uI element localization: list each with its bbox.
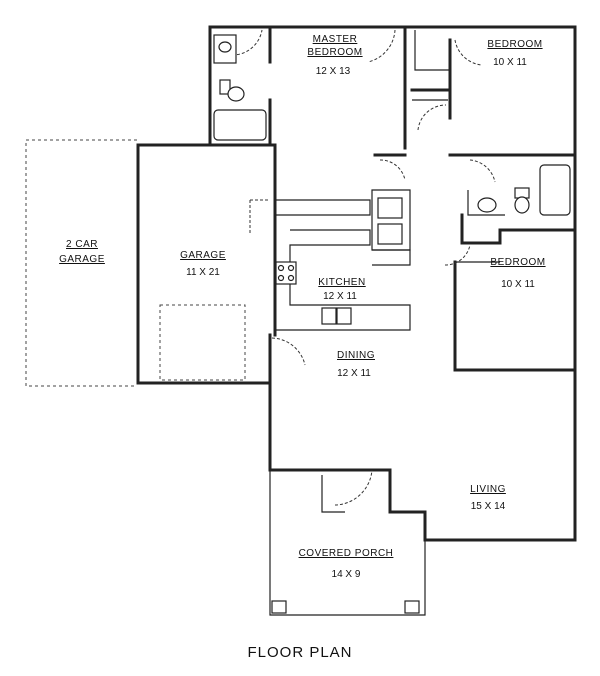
living-dims: 15 X 14 bbox=[471, 501, 506, 512]
living-label: LIVING bbox=[470, 484, 506, 495]
bedroom-mid-dims: 10 X 11 bbox=[501, 279, 535, 290]
dining-label: DINING bbox=[337, 350, 375, 361]
covered-porch-label: COVERED PORCH bbox=[299, 548, 394, 559]
dining-dims: 12 X 11 bbox=[337, 368, 371, 379]
doors bbox=[231, 29, 496, 506]
fixtures bbox=[159, 34, 571, 614]
covered-porch-outline bbox=[269, 470, 426, 616]
master-bedroom-dims: 12 X 13 bbox=[316, 66, 351, 77]
interior-walls bbox=[208, 25, 577, 385]
covered-porch-dims: 14 X 9 bbox=[332, 569, 361, 580]
optional-garage-outline bbox=[25, 139, 137, 387]
garage-label: GARAGE bbox=[180, 250, 226, 261]
garage-dims: 11 X 21 bbox=[186, 267, 220, 278]
bedroom-top-label: BEDROOM bbox=[487, 39, 542, 50]
bedroom-top-dims: 10 X 11 bbox=[493, 57, 527, 68]
master-bedroom-label-1: MASTER bbox=[313, 34, 358, 45]
kitchen-label: KITCHEN bbox=[318, 277, 365, 288]
floor-plan-caption: FLOOR PLAN bbox=[247, 644, 353, 661]
kitchen-dims: 12 X 11 bbox=[323, 291, 357, 302]
bedroom-mid-label: BEDROOM bbox=[490, 257, 545, 268]
exterior-walls bbox=[136, 25, 577, 542]
optional-garage-label-2: GARAGE bbox=[59, 254, 105, 265]
master-bedroom-label-2: BEDROOM bbox=[307, 47, 362, 58]
optional-garage-label-1: 2 CAR bbox=[66, 239, 98, 250]
